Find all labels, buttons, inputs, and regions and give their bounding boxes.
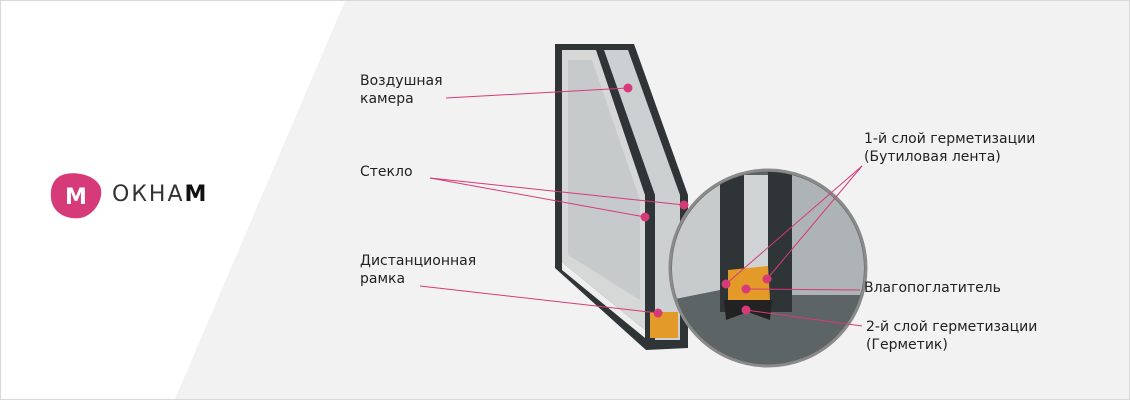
double-glazing-unit — [555, 44, 688, 350]
leader-lines — [419, 87, 863, 327]
label-seal-2: 2-й слой герметизации (Герметик) — [866, 319, 1038, 353]
label-desiccant: Влагопоглатитель — [864, 280, 1001, 296]
label-spacer: Дистанционная рамка — [360, 253, 477, 287]
front-pane — [604, 50, 680, 340]
label-glass: Стекло — [360, 164, 413, 180]
white-panel — [1, 1, 345, 399]
logo-text: ОКНАМ — [112, 182, 209, 207]
marker-dots — [623, 83, 772, 318]
logo-icon: M — [50, 173, 102, 219]
label-air-chamber: Воздушная камера — [360, 73, 443, 107]
label-seal-1: 1-й слой герметизации (Бутиловая лента) — [864, 131, 1036, 165]
spacer-desiccant — [650, 312, 678, 338]
svg-text:M: M — [65, 185, 87, 210]
